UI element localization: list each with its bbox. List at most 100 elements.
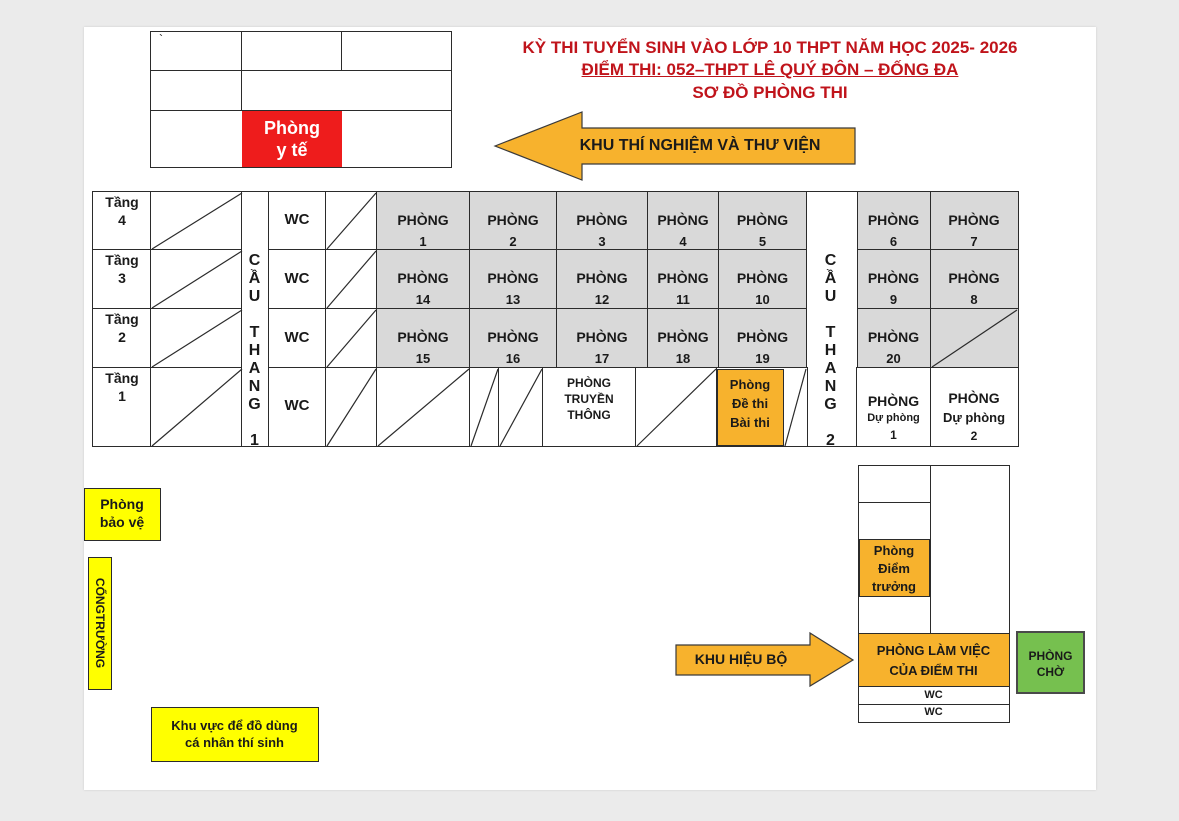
wc-cell: WC: [268, 249, 327, 310]
floor-label-cell: Tầng 4: [92, 191, 152, 251]
exam-room-number: 8: [970, 292, 978, 307]
wc-cell: WC: [268, 191, 327, 251]
empty-cell: [150, 367, 243, 447]
floor-label-1: Tầng 1: [105, 370, 139, 404]
exam-room-title: PHÒNG: [397, 329, 449, 345]
floor-label-cell: Tầng 3: [92, 249, 152, 310]
medical-room-label: Phòng y tế: [264, 118, 320, 160]
admin-cell: [858, 465, 932, 504]
empty-cell: [498, 367, 544, 447]
exam-title: KỲ THI TUYỂN SINH VÀO LỚP 10 THPT NĂM HỌ…: [522, 38, 1018, 57]
reserve-room-1: PHÒNG Dự phòng 1: [856, 367, 932, 447]
top-block-cell: [241, 70, 452, 112]
exam-room-number: 13: [505, 292, 521, 307]
wc-admin-2-label: WC: [924, 706, 943, 719]
empty-cell: [150, 308, 243, 369]
exam-room-number: 17: [594, 351, 610, 366]
stair-2-label: CẦU THANG 2: [822, 252, 839, 450]
exam-room-number: 14: [415, 292, 431, 307]
exam-room-title: PHÒNG: [867, 329, 920, 345]
map-title: SƠ ĐỒ PHÒNG THI: [692, 83, 848, 102]
wc-label: WC: [284, 397, 310, 415]
exam-room-number: 20: [886, 351, 901, 366]
top-block-cell: `: [150, 31, 243, 72]
exam-room: PHÒNG 20: [856, 308, 932, 369]
exam-room-number: 16: [505, 351, 521, 366]
exam-room-number: 3: [598, 234, 606, 249]
exam-room-title: PHÒNG: [576, 270, 628, 286]
top-block-cell: [150, 70, 243, 112]
guard-room-label: Phòng bảo vệ: [99, 496, 145, 530]
waiting-room: PHÒNG CHỜ: [1016, 631, 1085, 694]
exam-room-number: 18: [675, 351, 691, 366]
exam-paper-room: Phòng Đề thi Bài thi: [717, 369, 784, 446]
exam-room: [930, 308, 1019, 369]
wc-admin-2: WC: [858, 704, 1010, 723]
media-room-label: PHÒNG TRUYỀN THÔNG: [564, 376, 614, 422]
lab-library-label: KHU THÍ NGHIỆM VÀ THƯ VIỆN: [579, 137, 821, 154]
empty-cell: [376, 367, 471, 447]
work-room: PHÒNG LÀM VIỆC CỦA ĐIỂM THI: [858, 633, 1010, 688]
exam-room: PHÒNG 3: [556, 191, 649, 251]
reserve-room-2-num: 2: [970, 429, 978, 443]
waiting-room-label: PHÒNG CHỜ: [1028, 649, 1073, 679]
exam-room: PHÒNG 8: [930, 249, 1019, 310]
exam-room: PHÒNG 12: [556, 249, 649, 310]
exam-room-number: 5: [758, 234, 767, 249]
exam-room-title: PHÒNG: [867, 212, 920, 228]
reserve-room-1-num: 1: [890, 428, 897, 442]
tick-mark: `: [159, 32, 163, 46]
exam-room-title: PHÒNG: [657, 270, 709, 286]
reserve-room-1-title: PHÒNG: [867, 393, 920, 409]
media-room: PHÒNG TRUYỀN THÔNG: [542, 367, 637, 447]
principal-room: Phòng Điểm trưởng: [859, 539, 930, 597]
reserve-room-1-sub: Dự phòng: [867, 412, 920, 424]
exam-room-title: PHÒNG: [487, 329, 539, 345]
admin-area-label: KHU HIỆU BỘ: [694, 651, 788, 668]
wc-admin-1: WC: [858, 686, 1010, 706]
exam-room-title: PHÒNG: [487, 212, 539, 228]
top-block-cell: [341, 31, 452, 72]
empty-cell: [325, 367, 378, 447]
exam-room-number: 2: [509, 234, 517, 249]
empty-cell: [325, 308, 378, 369]
empty-cell: [150, 249, 243, 310]
exam-site: ĐIỂM THI: 052–THPT LÊ QUÝ ĐÔN – ĐỐNG ĐA: [581, 60, 959, 79]
stair-1-label: CẦU THANG 1: [246, 252, 263, 450]
exam-room: PHÒNG 2: [469, 191, 558, 251]
floor-label-4: Tầng 4: [105, 194, 139, 228]
exam-room-number: 9: [889, 292, 898, 307]
exam-room-title: PHÒNG: [576, 329, 628, 345]
exam-room: PHÒNG 9: [856, 249, 932, 310]
wc-label: WC: [284, 269, 310, 287]
reserve-room-2: PHÒNG Dự phòng 2: [930, 367, 1019, 447]
exam-room-title: PHÒNG: [487, 270, 539, 286]
floor-label-cell: Tầng 2: [92, 308, 152, 369]
exam-room-title: PHÒNG: [867, 270, 920, 286]
wc-cell: WC: [268, 308, 327, 369]
reserve-room-2-title: PHÒNG: [948, 390, 1000, 406]
top-block-cell: [241, 31, 343, 72]
exam-room: PHÒNG 13: [469, 249, 558, 310]
exam-room-title: PHÒNG: [948, 270, 1000, 286]
empty-cell: [325, 249, 378, 310]
exam-room-number: 12: [594, 292, 610, 307]
exam-room-number: 11: [676, 292, 690, 307]
wc-label: WC: [284, 211, 310, 229]
exam-room-number: 6: [889, 234, 898, 249]
stair-2: [806, 191, 858, 447]
empty-cell: [469, 367, 500, 447]
exam-room-title: PHÒNG: [736, 270, 789, 286]
exam-room-title: PHÒNG: [397, 212, 449, 228]
exam-room-title: PHÒNG: [576, 212, 628, 228]
work-room-label: PHÒNG LÀM VIỆC CỦA ĐIỂM THI: [876, 643, 991, 678]
empty-cell: [150, 191, 243, 251]
guard-room: Phòng bảo vệ: [84, 488, 161, 541]
